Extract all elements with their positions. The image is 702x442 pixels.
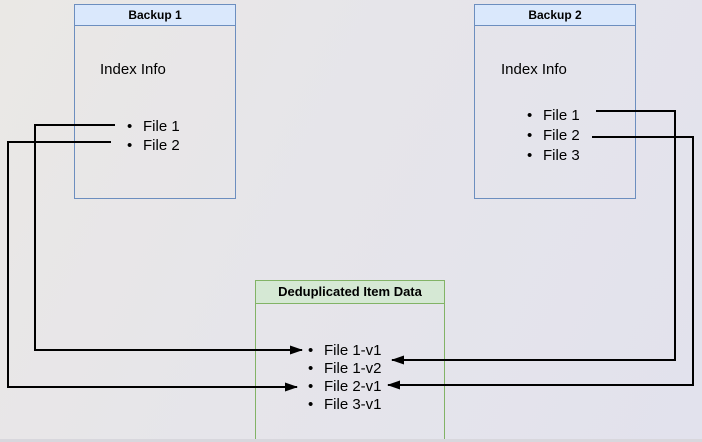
dedup-item: File 1-v1 xyxy=(308,342,382,360)
backup-2-file-list: File 1 File 2 File 3 xyxy=(527,106,580,166)
backup-1-index-info-label: Index Info xyxy=(100,61,166,78)
dedup-item: File 1-v2 xyxy=(308,360,382,378)
backup-1-file-list: File 1 File 2 xyxy=(127,117,180,155)
backup-2-index-info-label: Index Info xyxy=(501,61,567,78)
node-dedup-title: Deduplicated Item Data xyxy=(256,281,444,304)
node-backup-1-title: Backup 1 xyxy=(75,5,235,26)
backup-2-file-item: File 3 xyxy=(527,146,580,166)
backup-1-file-item: File 1 xyxy=(127,117,180,136)
node-backup-2-title: Backup 2 xyxy=(475,5,635,26)
node-backup-1: Backup 1 Index Info File 1 File 2 xyxy=(74,4,236,199)
node-deduplicated-item-data: Deduplicated Item Data File 1-v1 File 1-… xyxy=(255,280,445,440)
node-backup-2: Backup 2 Index Info File 1 File 2 File 3 xyxy=(474,4,636,199)
dedup-item: File 2-v1 xyxy=(308,378,382,396)
backup-1-file-item: File 2 xyxy=(127,136,180,155)
backup-2-file-item: File 2 xyxy=(527,126,580,146)
dedup-item: File 3-v1 xyxy=(308,396,382,414)
dedup-item-list: File 1-v1 File 1-v2 File 2-v1 File 3-v1 xyxy=(308,342,382,414)
backup-2-file-item: File 1 xyxy=(527,106,580,126)
